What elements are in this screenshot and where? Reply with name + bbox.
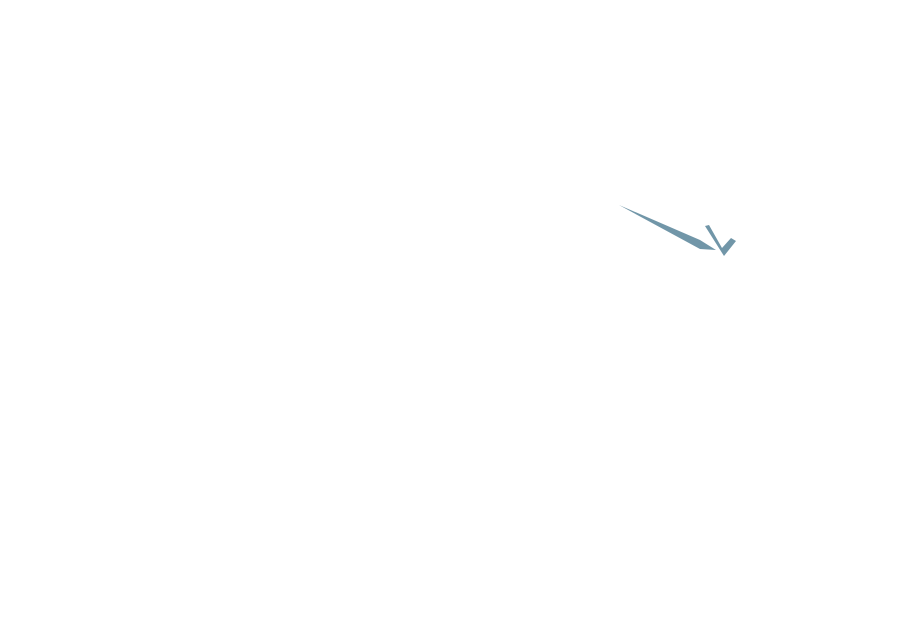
arrow-shaft (619, 205, 716, 250)
arrow-head (705, 225, 736, 256)
